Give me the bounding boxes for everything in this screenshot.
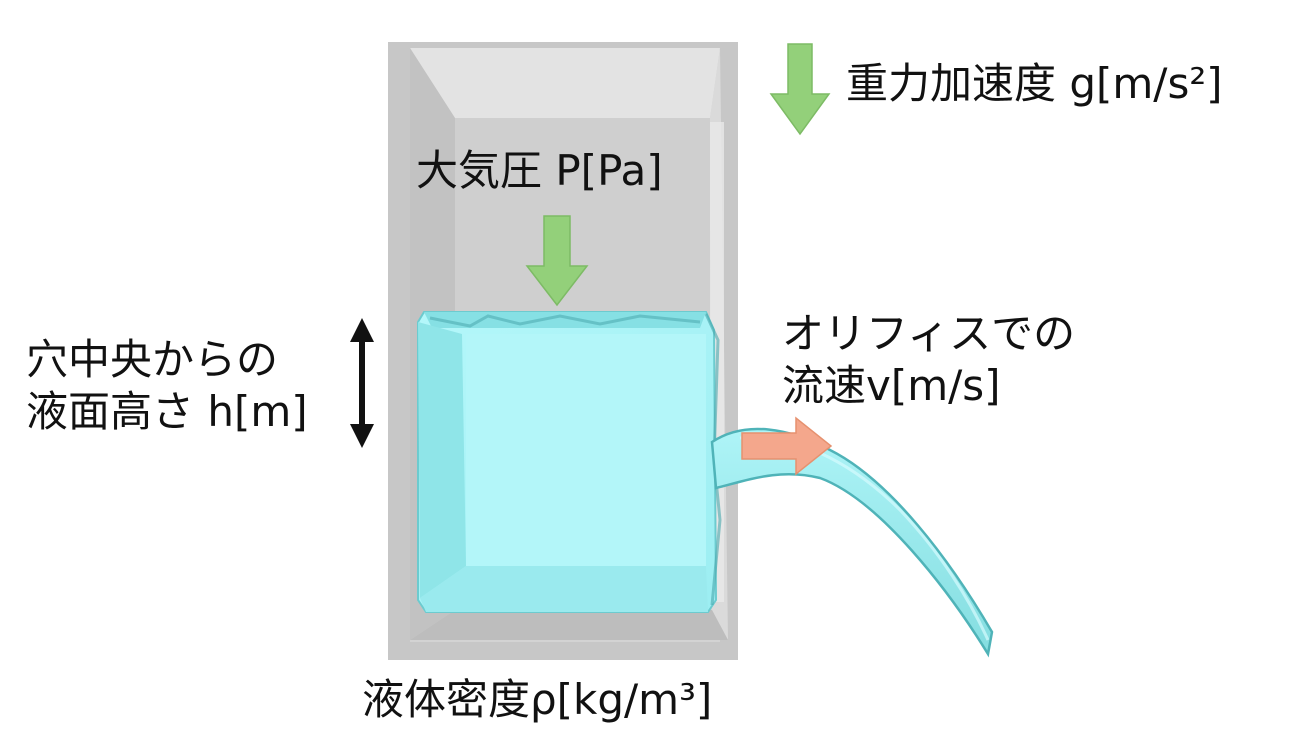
liquid-left-side: [418, 322, 466, 598]
gravity-arrow-icon: [769, 43, 831, 136]
liquid-surface-ripple: [429, 314, 701, 328]
density-label-text: 液体密度ρ[kg/m³]: [362, 675, 713, 724]
jet-stream: [710, 427, 994, 658]
pressure-label: 大気圧 P[Pa]: [416, 145, 663, 197]
tank-top-rim: [410, 48, 720, 118]
velocity-label-line2: 流速v[m/s]: [782, 361, 1001, 410]
velocity-label: オリフィスでの 流速v[m/s]: [782, 308, 1075, 412]
height-label-line1: 穴中央からの: [26, 335, 279, 384]
liquid: [417, 311, 722, 613]
density-label: 液体密度ρ[kg/m³]: [362, 674, 712, 726]
orifice-jet: [710, 427, 994, 658]
velocity-label-line1: オリフィスでの: [782, 309, 1076, 358]
height-label: 穴中央からの 液面高さ h[m]: [26, 334, 308, 438]
pressure-arrow-icon: [525, 215, 589, 307]
liquid-front-face: [466, 334, 706, 566]
gravity-label: 重力加速度 g[m/s²]: [846, 58, 1223, 110]
liquid-bottom-face: [420, 566, 708, 612]
height-label-line2: 液面高さ h[m]: [26, 387, 308, 436]
velocity-arrow-icon: [741, 416, 833, 476]
pressure-label-text: 大気圧 P[Pa]: [416, 146, 663, 195]
tank-floor: [410, 610, 728, 640]
height-double-arrow-icon: [350, 318, 374, 448]
gravity-label-text: 重力加速度 g[m/s²]: [846, 59, 1223, 108]
